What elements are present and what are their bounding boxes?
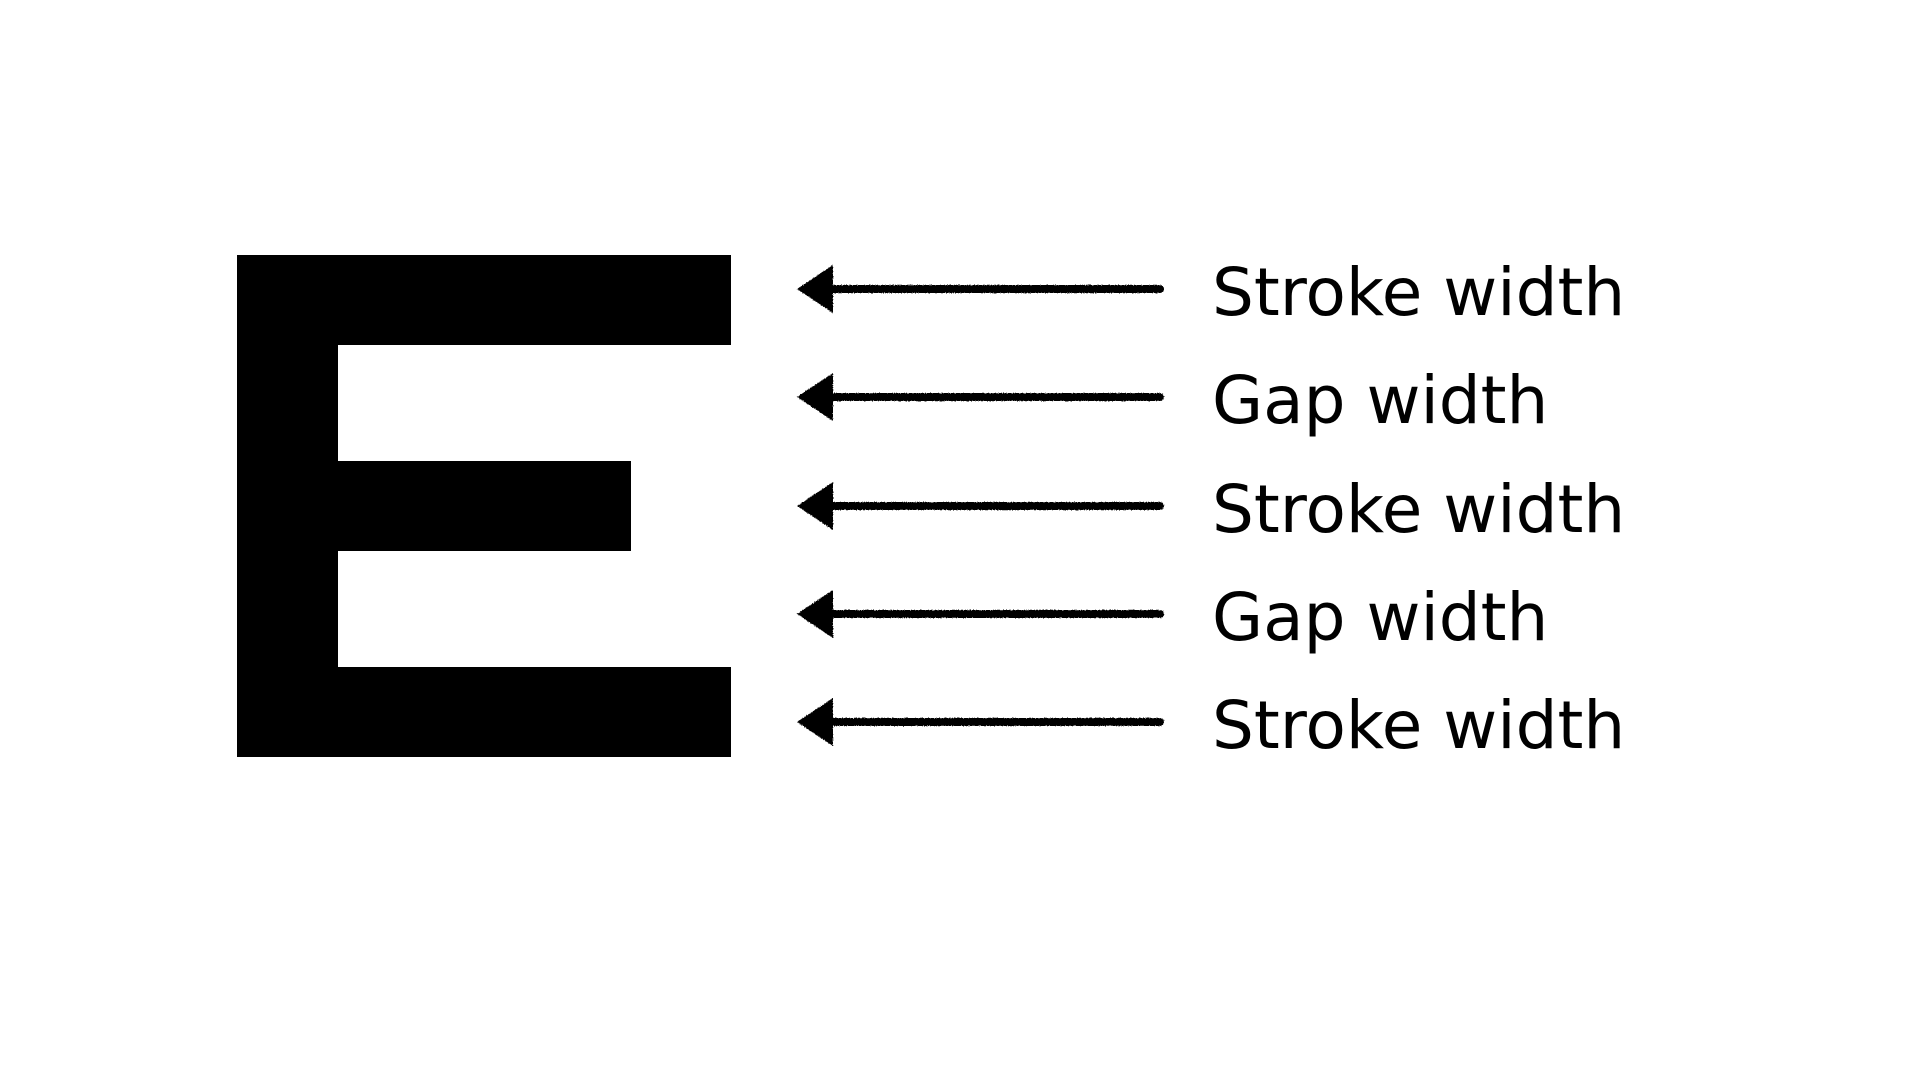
label-stroke-width-1: Stroke width [1212, 254, 1625, 331]
arrow-4-head [797, 590, 833, 638]
arrow-4 [797, 590, 1164, 638]
arrow-3-head [797, 482, 833, 530]
arrow-1-head [797, 265, 833, 313]
arrow-5-head [797, 698, 833, 746]
label-gap-width-2: Gap width [1212, 579, 1548, 656]
arrow-2-head [797, 373, 833, 421]
label-stroke-width-2: Stroke width [1212, 471, 1625, 548]
arrow-2 [797, 373, 1164, 421]
arrow-5 [797, 698, 1164, 746]
arrow-1 [797, 265, 1164, 313]
label-gap-width-1: Gap width [1212, 362, 1548, 439]
letter-e-glyph [237, 255, 731, 757]
arrow-3 [797, 482, 1164, 530]
label-stroke-width-3: Stroke width [1212, 687, 1625, 764]
